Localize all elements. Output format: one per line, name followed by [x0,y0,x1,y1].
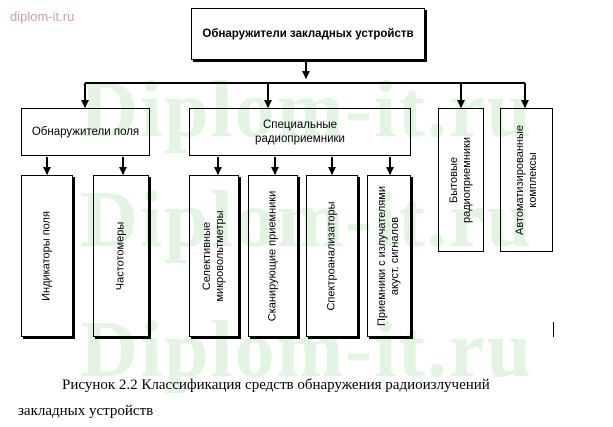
household-receivers-box: Бытовые радиоприемники [438,108,484,252]
field-indicators-box: Индикаторы поля [21,175,73,337]
figure-caption: Рисунок 2.2 Классификация средств обнару… [18,372,578,424]
automated-complexes-label: Автоматизированные комплексы [513,124,539,236]
frequency-meters-box: Частотомеры [93,175,149,337]
acoustic-receivers-label: Приемники с излучателями акуст. сигналов [376,186,401,326]
scanning-receivers-box: Сканирующие приемники [248,175,298,337]
scanning-receivers-label: Сканирующие приемники [266,190,279,322]
caption-line-1: Рисунок 2.2 Классификация средств обнару… [62,377,490,393]
field-detectors-box: Обнаружители поля [21,108,150,156]
special-receivers-label: Специальные радиоприемники [255,119,345,145]
field-indicators-label: Индикаторы поля [40,211,53,301]
text-cursor [553,322,554,337]
root-label: Обнаружители закладных устройств [202,28,414,40]
frequency-meters-label: Частотомеры [114,221,127,291]
selective-microvoltmeters-box: Селективные микровольтметры [189,175,239,337]
selective-microvoltmeters-label: Селективные микровольтметры [201,210,226,302]
root-box: Обнаружители закладных устройств [191,8,425,60]
acoustic-receivers-box: Приемники с излучателями акуст. сигналов [367,175,411,337]
spectrum-analyzers-label: Спектроанализаторы [325,201,338,311]
household-receivers-label: Бытовые радиоприемники [448,137,473,223]
watermark-corner: diplom-it.ru [10,9,75,24]
automated-complexes-box: Автоматизированные комплексы [500,108,553,252]
special-receivers-box: Специальные радиоприемники [189,108,411,156]
caption-line-2: закладных устройств [18,403,154,419]
spectrum-analyzers-box: Спектроанализаторы [306,175,358,337]
field-detectors-label: Обнаружители поля [31,126,140,138]
